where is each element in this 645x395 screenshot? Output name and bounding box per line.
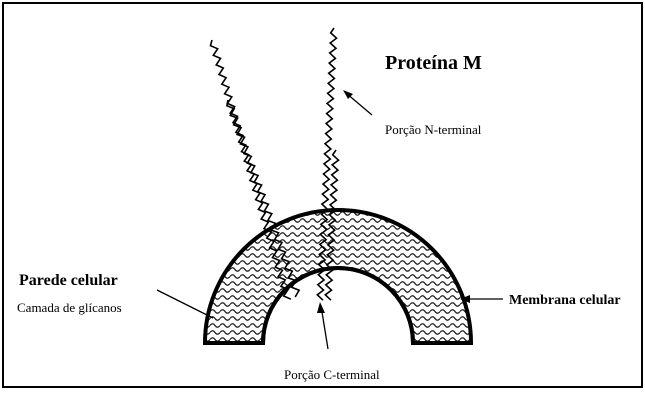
c-terminal-arrow [317,302,328,349]
cell-membrane-label: Membrana celular [509,293,621,308]
cell-wall-pointer [157,290,213,318]
diagram-title: Proteína M [385,52,482,74]
cell-wall-arch [205,210,471,343]
n-terminal-label: Porção N-terminal [385,122,482,137]
c-terminal-label: Porção C-terminal [284,367,380,382]
cell-wall-label: Parede celular [19,272,118,289]
n-terminal-arrow [343,90,372,115]
glycan-layer-label: Camada de glícanos [17,300,122,315]
